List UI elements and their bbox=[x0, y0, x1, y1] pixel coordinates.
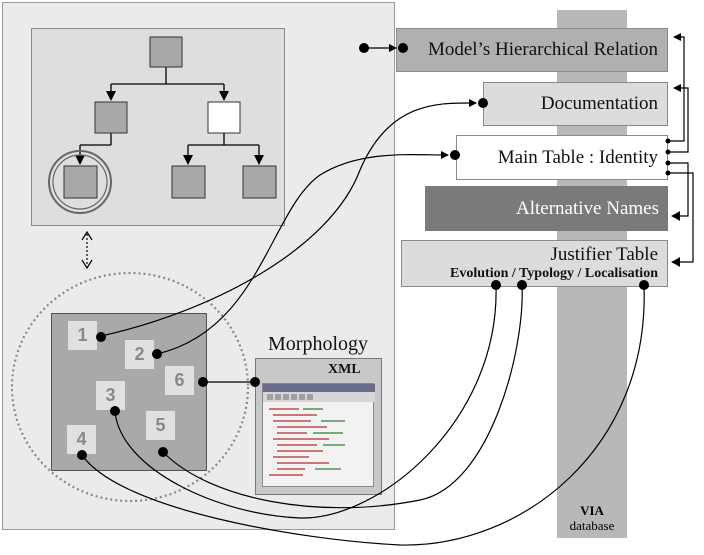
dotted-double-arrow bbox=[81, 230, 93, 270]
tile-1: 1 bbox=[67, 320, 98, 351]
morphology-label: Morphology bbox=[268, 333, 368, 355]
justifier-table-title: Justifier Table bbox=[550, 244, 658, 265]
curved-links bbox=[81, 98, 645, 546]
xml-label: XML bbox=[328, 362, 361, 377]
tile-2: 2 bbox=[124, 339, 155, 370]
justifier-table-subtitle: Evolution / Typology / Localisation bbox=[450, 266, 658, 281]
xml-document-preview bbox=[262, 383, 375, 487]
via-database-label: VIA database bbox=[557, 503, 627, 533]
tile-5: 5 bbox=[145, 410, 176, 441]
tree-nodes bbox=[63, 36, 277, 199]
justifier-table-box: Justifier Table Evolution / Typology / L… bbox=[401, 240, 668, 287]
morphology-dotted-circle bbox=[10, 271, 250, 503]
main-table-box: Main Table : Identity bbox=[456, 135, 668, 180]
xml-code-lines bbox=[263, 384, 375, 476]
double-arrowheads bbox=[672, 211, 680, 267]
right-connectors bbox=[668, 33, 694, 266]
via-name: VIA bbox=[580, 503, 604, 518]
alternative-names-box: Alternative Names bbox=[425, 186, 668, 231]
documentation-label: Documentation bbox=[540, 93, 658, 114]
main-table-label: Main Table : Identity bbox=[497, 146, 658, 168]
connection-dots bbox=[77, 43, 671, 460]
model-hierarchical-relation-box: Model’s Hierarchical Relation bbox=[396, 28, 668, 72]
via-subtitle: database bbox=[569, 518, 615, 533]
model-hierarchical-relation-label: Model’s Hierarchical Relation bbox=[427, 39, 658, 60]
selected-node-ring bbox=[48, 150, 112, 214]
tile-6: 6 bbox=[164, 365, 195, 396]
alternative-names-label: Alternative Names bbox=[516, 197, 659, 219]
